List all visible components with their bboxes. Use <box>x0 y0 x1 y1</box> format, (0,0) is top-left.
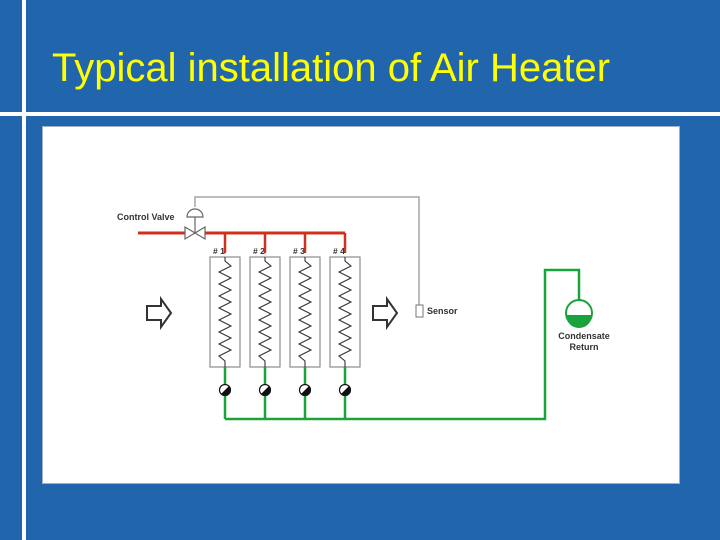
heater-coil-1 <box>209 256 241 368</box>
control-valve-label: Control Valve <box>117 212 175 222</box>
control-valve-icon <box>184 208 206 241</box>
steam-trap-4-icon <box>338 383 352 397</box>
condensate-return-pipe <box>225 268 581 421</box>
sensor-icon <box>415 304 424 318</box>
slide-title: Typical installation of Air Heater <box>52 46 611 90</box>
heater-label-1: # 1 <box>213 246 225 256</box>
air-flow-in-arrow-icon <box>146 295 173 331</box>
heater-coil-3 <box>289 256 321 368</box>
air-flow-out-arrow-icon <box>372 295 399 331</box>
air-heater-diagram: Control Valve # 1 # 2 # 3 # 4 Sensor <box>117 196 610 421</box>
condensate-receiver-icon <box>565 299 593 328</box>
heater-label-4: # 4 <box>333 246 345 256</box>
steam-trap-2-icon <box>258 383 272 397</box>
heater-coil-4 <box>329 256 361 368</box>
condensate-label-line-2: Return <box>570 342 599 352</box>
steam-trap-1-icon <box>218 383 232 397</box>
title-divider-line <box>0 112 720 116</box>
diagram-panel: Control Valve # 1 # 2 # 3 # 4 Sensor <box>42 126 680 484</box>
condensate-label-line-1: Condensate <box>558 331 610 341</box>
heater-coil-2 <box>249 256 281 368</box>
steam-trap-3-icon <box>298 383 312 397</box>
control-signal-line <box>194 196 420 305</box>
heater-label-3: # 3 <box>293 246 305 256</box>
heater-label-2: # 2 <box>253 246 265 256</box>
sensor-label: Sensor <box>427 306 458 316</box>
left-divider-line <box>22 0 26 540</box>
